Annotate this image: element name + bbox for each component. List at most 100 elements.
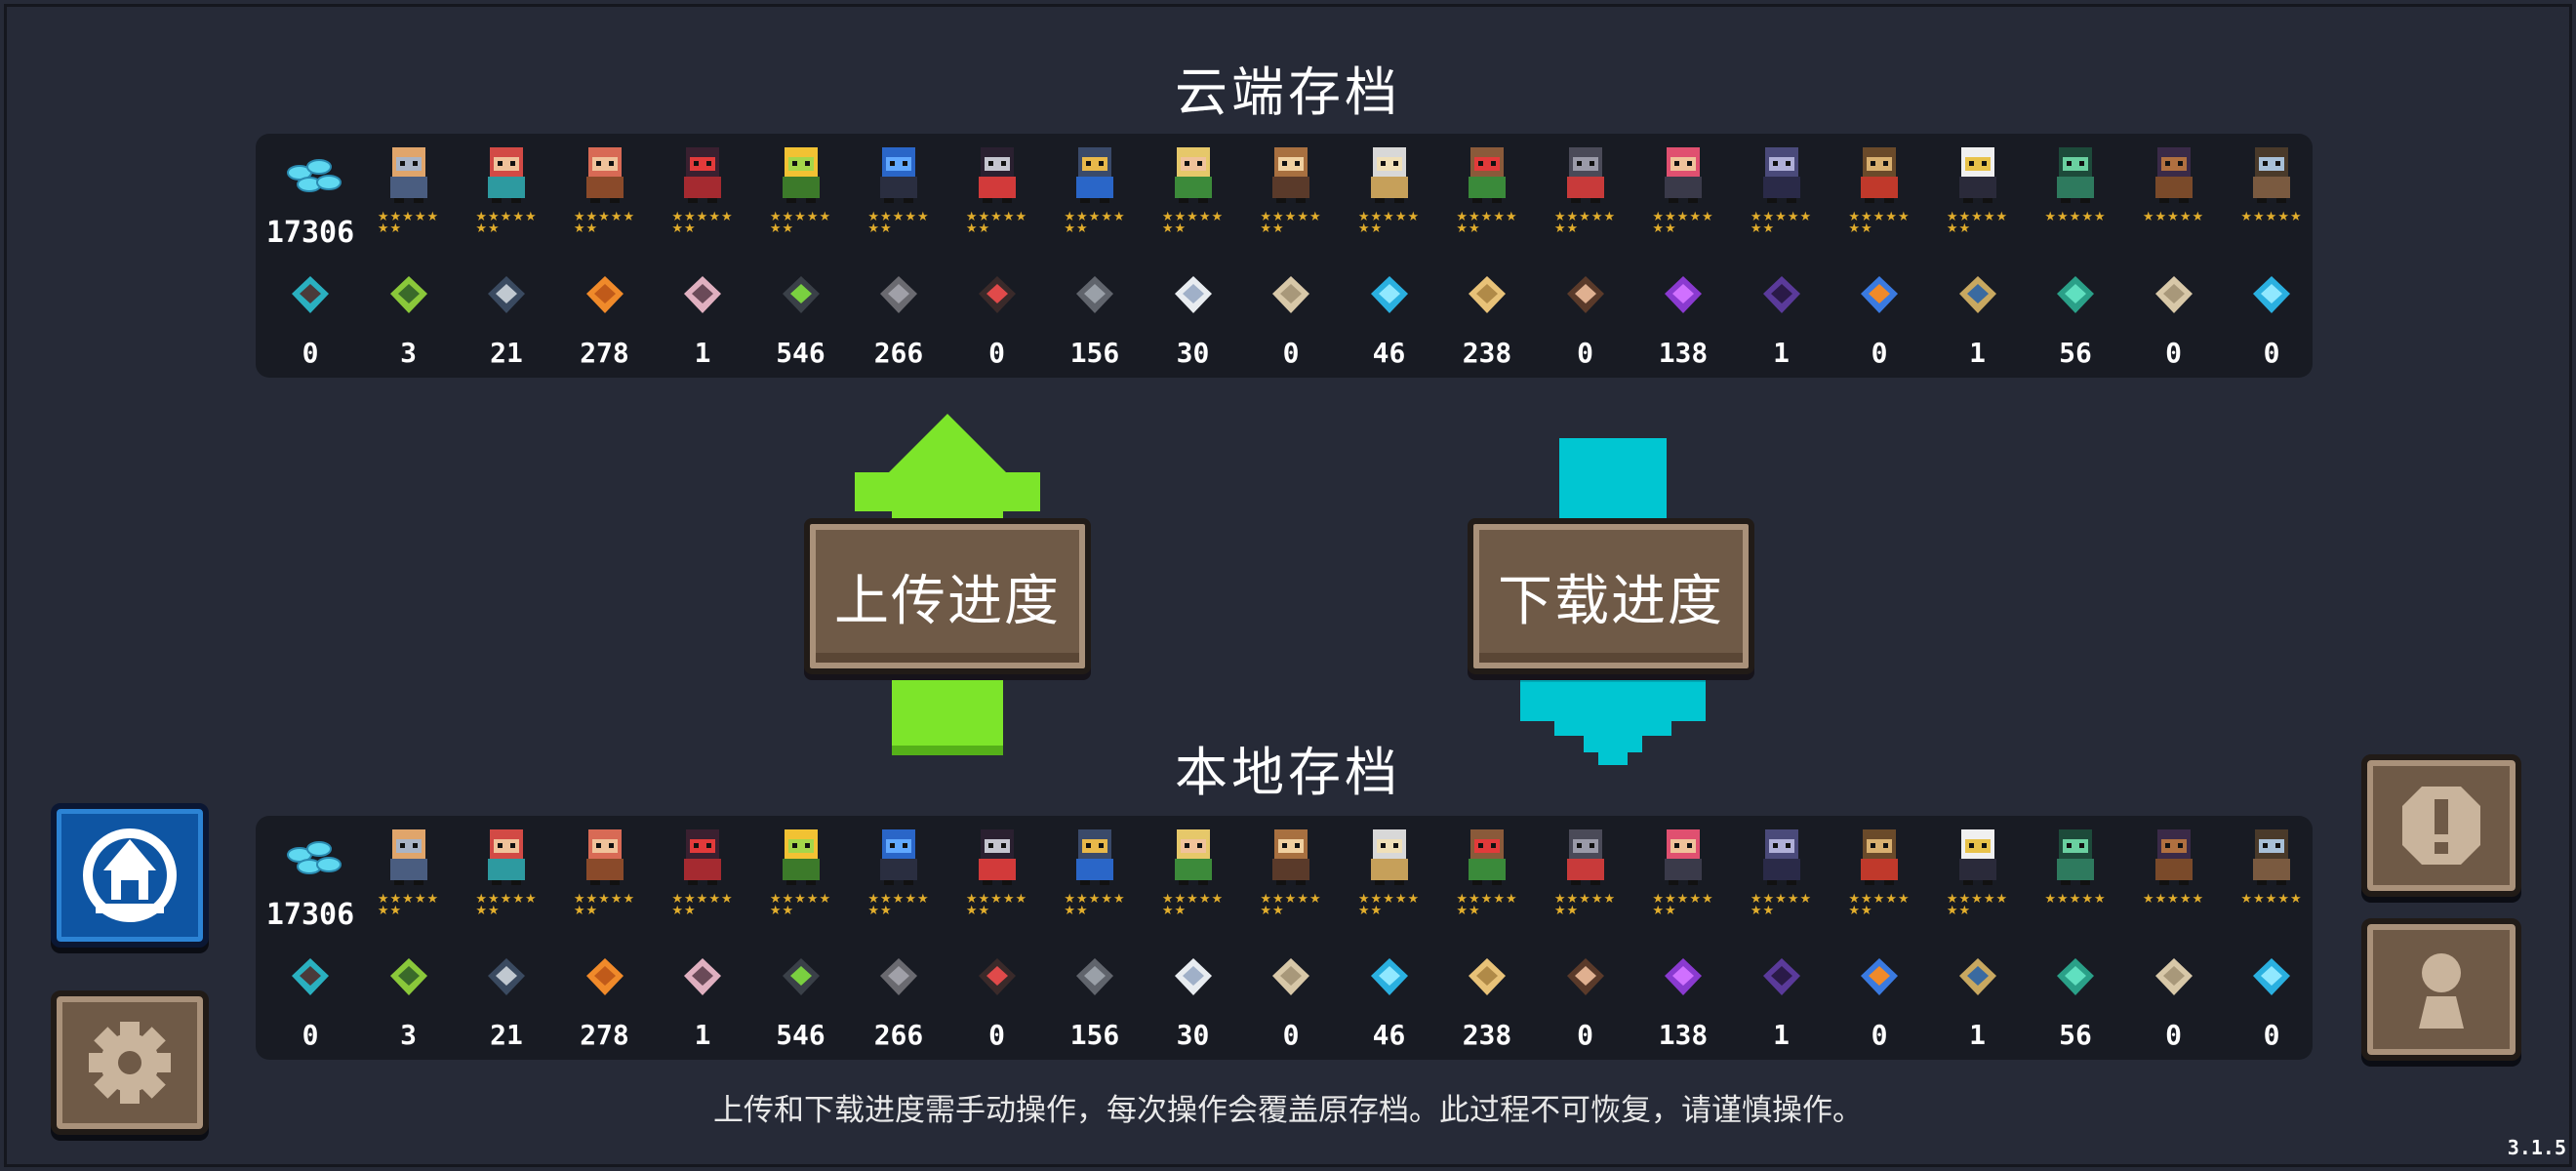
material-count: 1 [694, 337, 711, 369]
screen-frame [4, 4, 2572, 1167]
star-rating: ★★★★★ ★★ [671, 892, 734, 918]
character-cell: ★★★★★ ★★ [1341, 136, 1438, 253]
material-count: 0 [2165, 337, 2182, 369]
material-cell: 3 [360, 259, 458, 376]
material-cell: 0 [2223, 941, 2320, 1058]
material-count: 156 [1069, 337, 1120, 369]
settings-button[interactable] [51, 990, 209, 1135]
material-count: 0 [988, 337, 1005, 369]
character-cell: ★★★★★ ★★ [458, 818, 555, 935]
feather-orb-icon [488, 958, 525, 995]
vampire-icon [978, 829, 1016, 885]
material-count: 546 [776, 337, 825, 369]
overwrite-warning-text: 上传和下载进度需手动操作，每次操作会覆盖原存档。此过程不可恢复，请谨慎操作。 [713, 1093, 1863, 1128]
material-count: 21 [490, 1019, 523, 1051]
character-cell: ★★★★★ [2223, 136, 2320, 253]
local-character-row: 17306★★★★★ ★★★★★★★ ★★★★★★★ ★★★★★★★ ★★★★★… [256, 818, 2313, 935]
character-cell: ★★★★★ ★★ [1537, 818, 1634, 935]
character-cell: ★★★★★ [2125, 818, 2223, 935]
material-cell: 0 [1242, 941, 1340, 1058]
gold-box-icon [1958, 958, 1996, 995]
ice-crystal-icon [1370, 276, 1408, 313]
material-cell: 0 [948, 259, 1046, 376]
character-cell: ★★★★★ ★★ [1929, 136, 2027, 253]
cloth-icon [292, 276, 329, 313]
upload-progress-button[interactable]: 上传进度 [804, 518, 1091, 674]
cloud-save-title: 云端存档 [1175, 61, 1401, 123]
star-rating: ★★★★★ ★★ [1064, 892, 1126, 918]
priest-icon [1370, 829, 1408, 885]
gem-icon [287, 841, 342, 874]
red-chip-icon [978, 276, 1016, 313]
material-count: 56 [2059, 337, 2092, 369]
star-rating: ★★★★★ ★★ [377, 892, 440, 918]
download-arrow-icon [1520, 438, 1706, 782]
stone-icon [1076, 276, 1113, 313]
notice-button[interactable] [2361, 754, 2521, 897]
star-rating: ★★★★★ ★★ [1456, 892, 1518, 918]
red-chip-icon [978, 958, 1016, 995]
werewolf-icon [1272, 147, 1309, 203]
material-cell: 156 [1046, 259, 1144, 376]
character-cell: ★★★★★ ★★ [1242, 818, 1340, 935]
material-cell: 0 [262, 259, 359, 376]
ice-crystal-icon [1370, 958, 1408, 995]
material-count: 0 [2263, 1019, 2280, 1051]
material-count: 0 [302, 337, 319, 369]
purple-box-icon [1762, 276, 1800, 313]
pink-box-icon [684, 276, 721, 313]
character-cell: ★★★★★ ★★ [556, 136, 654, 253]
character-cell: ★★★★★ ★★ [850, 818, 947, 935]
jar-icon [1566, 958, 1604, 995]
star-rating: ★★★★★ ★★ [475, 210, 538, 236]
character-cell: ★★★★★ ★★ [360, 818, 458, 935]
material-cell: 546 [752, 259, 850, 376]
material-cell: 0 [2125, 259, 2223, 376]
elf-icon [1174, 829, 1212, 885]
paladin-icon [1076, 829, 1113, 885]
star-rating: ★★★★★ ★★ [769, 892, 832, 918]
cloud-character-row: 17306★★★★★ ★★★★★★★ ★★★★★★★ ★★★★★★★ ★★★★★… [256, 136, 2313, 253]
assassin-icon [684, 147, 721, 203]
local-save-title: 本地存档 [1175, 742, 1401, 803]
material-cell: 30 [1145, 259, 1242, 376]
character-cell: ★★★★★ ★★ [654, 136, 751, 253]
character-cell: ★★★★★ ★★ [458, 136, 555, 253]
scroll-icon [1272, 276, 1309, 313]
material-count: 266 [873, 337, 924, 369]
material-count: 0 [2165, 1019, 2182, 1051]
character-cell: ★★★★★ ★★ [1145, 136, 1242, 253]
bookshelf-icon [2154, 147, 2193, 203]
ore-icon [585, 276, 624, 313]
ore-icon [585, 958, 624, 995]
star-rating: ★★★★★ ★★ [1553, 892, 1617, 918]
download-progress-button[interactable]: 下载进度 [1468, 518, 1754, 674]
star-rating: ★★★★★ ★★ [573, 892, 636, 918]
character-cell: ★★★★★ ★★ [556, 818, 654, 935]
material-count: 1 [1773, 337, 1790, 369]
character-cell: ★★★★★ ★★ [948, 818, 1046, 935]
character-cell: ★★★★★ ★★ [1242, 136, 1340, 253]
material-count: 46 [1372, 1019, 1406, 1051]
material-count: 46 [1372, 337, 1406, 369]
purple-box-icon [1762, 958, 1800, 995]
druid-icon [1469, 829, 1506, 885]
scroll-icon [1272, 958, 1309, 995]
rogue-icon [488, 829, 525, 885]
purple-crystal-icon [1665, 958, 1702, 995]
material-count: 0 [2263, 337, 2280, 369]
pot-icon [2253, 829, 2290, 885]
character-cell: ★★★★★ [2027, 818, 2124, 935]
chillyroom-account-button[interactable] [51, 803, 209, 948]
rogue-icon [488, 147, 525, 203]
cloth-icon [292, 958, 329, 995]
material-cell: 30 [1145, 941, 1242, 1058]
material-count: 266 [873, 1019, 924, 1051]
profile-button[interactable] [2361, 918, 2521, 1061]
material-cell: 266 [850, 941, 947, 1058]
star-rating: ★★★★★ ★★ [1161, 210, 1225, 236]
star-rating: ★★★★★ ★★ [1161, 892, 1225, 918]
character-cell: ★★★★★ [2223, 818, 2320, 935]
star-rating: ★★★★★ ★★ [867, 210, 930, 236]
character-cell: ★★★★★ ★★ [1634, 818, 1732, 935]
